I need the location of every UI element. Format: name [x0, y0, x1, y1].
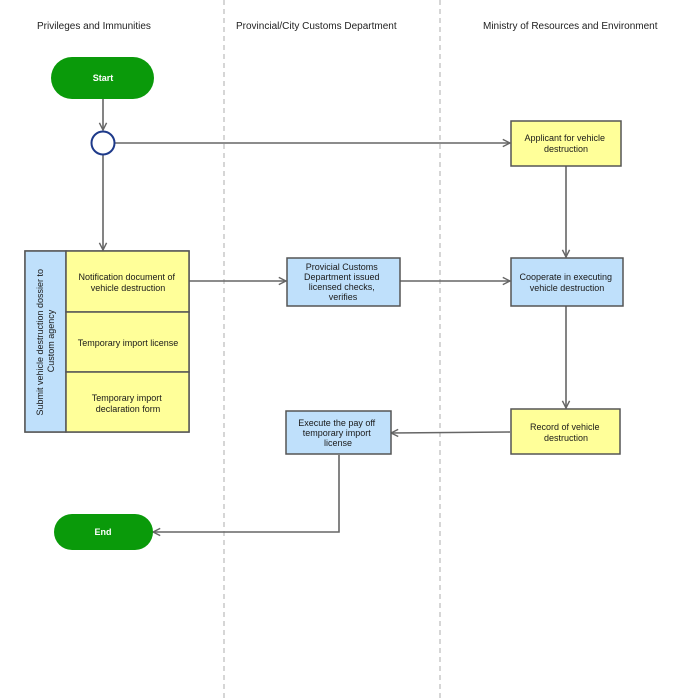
temporary-license-node[interactable]: Temporary import license: [65, 311, 190, 373]
lane-title-customs: Provincial/City Customs Department: [236, 21, 397, 32]
record-node[interactable]: Record of vehicle destruction: [510, 408, 621, 455]
applicant-node[interactable]: Applicant for vehicle destruction: [510, 120, 622, 167]
record-line-1: Record of vehicle: [530, 422, 600, 432]
end-node[interactable]: End: [54, 514, 153, 550]
cooperate-line-1: Cooperate in executing: [519, 272, 612, 282]
start-node[interactable]: Start: [51, 57, 154, 99]
svg-text:Cooperate in executing v: Cooperate in executing vehicle destructi…: [519, 272, 614, 293]
notification-node[interactable]: Notification document of vehicle destruc…: [65, 250, 190, 313]
payoff-line-1: Execute the pay off: [298, 418, 375, 428]
svg-text:Execute the pay off temp: Execute the pay off temporary import lic…: [298, 418, 377, 448]
customs-check-node[interactable]: Provicial Customs Department issued lice…: [286, 257, 401, 307]
customs-check-line-4: verifies: [329, 292, 358, 302]
dossier-label-line-1: Submit vehicle destruction dossier to: [35, 269, 45, 416]
notification-line-2: vehicle destruction: [91, 283, 166, 293]
connector-payoff-to-end: [153, 455, 340, 532]
merge-gateway[interactable]: [90, 130, 116, 156]
declaration-node[interactable]: Temporary import declaration form: [65, 371, 190, 433]
customs-check-line-3: licensed checks,: [309, 282, 375, 292]
customs-check-line-1: Provicial Customs: [306, 262, 379, 272]
svg-text:Submit vehicle destruction dos: Submit vehicle destruction dossier to Cu…: [35, 266, 56, 415]
applicant-line-1: Applicant for vehicle: [524, 133, 605, 143]
payoff-line-3: license: [324, 438, 352, 448]
svg-text:Temporary import declara: Temporary import declaration form: [92, 393, 165, 414]
temporary-license-line-1: Temporary import license: [78, 338, 179, 348]
svg-text:Provicial Customs Depart: Provicial Customs Department issued lice…: [304, 262, 382, 302]
svg-text:Temporary import license: Temporary import license: [78, 338, 179, 348]
payoff-line-2: temporary import: [303, 428, 372, 438]
svg-text:Applicant for vehicle de: Applicant for vehicle destruction: [524, 133, 607, 154]
cooperate-line-2: vehicle destruction: [530, 283, 605, 293]
applicant-line-2: destruction: [544, 144, 588, 154]
svg-text:Record of vehicle destru: Record of vehicle destruction: [530, 422, 602, 443]
end-label: End: [95, 527, 112, 537]
customs-check-line-2: Department issued: [304, 272, 380, 282]
declaration-line-2: declaration form: [96, 404, 161, 414]
payoff-node[interactable]: Execute the pay off temporary import lic…: [285, 410, 392, 455]
connectors: [103, 99, 566, 532]
connector-record-to-payoff: [391, 432, 511, 433]
record-line-2: destruction: [544, 433, 588, 443]
start-label: Start: [93, 73, 114, 83]
lane-title-privileges: Privileges and Immunities: [37, 21, 151, 32]
dossier-label-line-2: Custom agency: [46, 309, 56, 372]
svg-text:Notification document of: Notification document of vehicle destruc…: [78, 272, 177, 293]
declaration-line-1: Temporary import: [92, 393, 163, 403]
lane-title-ministry: Ministry of Resources and Environment: [483, 21, 658, 32]
notification-line-1: Notification document of: [78, 272, 175, 282]
cooperate-node[interactable]: Cooperate in executing vehicle destructi…: [510, 257, 624, 307]
